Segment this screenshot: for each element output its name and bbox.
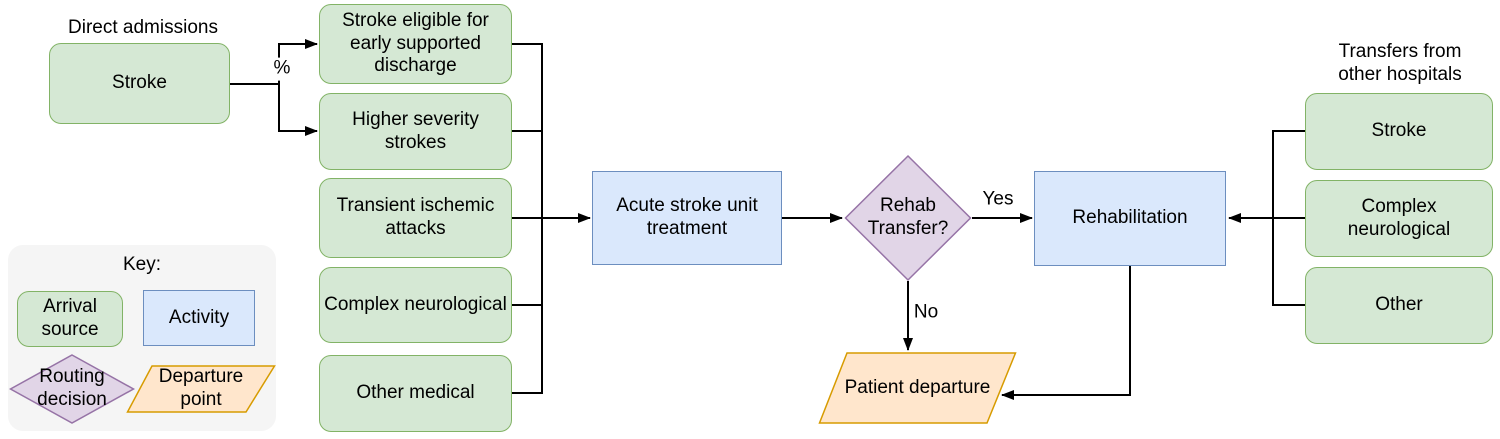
key-routing-decision-label: Routing decision [37,366,107,410]
departure-label: Patient departure [844,376,991,398]
node-early-supported-discharge: Stroke eligible for early supported disc… [319,4,512,84]
node-rehab-transfer-decision: Rehab Transfer? [844,154,972,282]
node-patient-departure: Patient departure [818,352,1017,424]
node-transient-ischemic-attacks: Transient ischemic attacks [319,178,512,258]
direct-admissions-label: Direct admissions [68,17,218,38]
key-panel: Key: Arrival source Activity Routing dec… [8,245,276,431]
transfers-from-label: Transfers from other hospitals [1338,41,1462,85]
yes-edge-label: Yes [980,188,1016,212]
key-title: Key: [122,254,162,275]
key-departure-point-label: Departure point [158,366,244,410]
edge-branch-to-higher-severity [278,84,318,136]
decision-label: Rehab Transfer? [867,195,949,239]
key-routing-decision: Routing decision [8,354,136,424]
key-parallelogram-shape [126,365,276,413]
node-rehabilitation: Rehabilitation [1034,171,1226,266]
node-other-medical: Other medical [319,355,512,432]
departure-parallelogram-shape [818,352,1017,424]
no-edge-label: No [911,301,941,325]
key-activity: Activity [143,290,255,346]
node-stroke-direct: Stroke [49,43,230,124]
key-diamond-shape [8,354,136,424]
node-complex-neurological: Complex neurological [319,267,512,343]
key-departure-point: Departure point [126,365,276,413]
node-higher-severity-strokes: Higher severity strokes [319,93,512,170]
node-acute-stroke-unit: Acute stroke unit treatment [592,171,782,265]
node-stroke-transfer: Stroke [1305,93,1493,170]
edge-rehab-to-departure [1001,266,1131,400]
key-arrival-source: Arrival source [17,291,123,347]
node-other-transfer: Other [1305,267,1493,344]
percent-edge-label: % [271,57,293,81]
node-complex-neurological-transfer: Complex neurological [1305,180,1493,257]
decision-diamond-shape [844,154,972,282]
